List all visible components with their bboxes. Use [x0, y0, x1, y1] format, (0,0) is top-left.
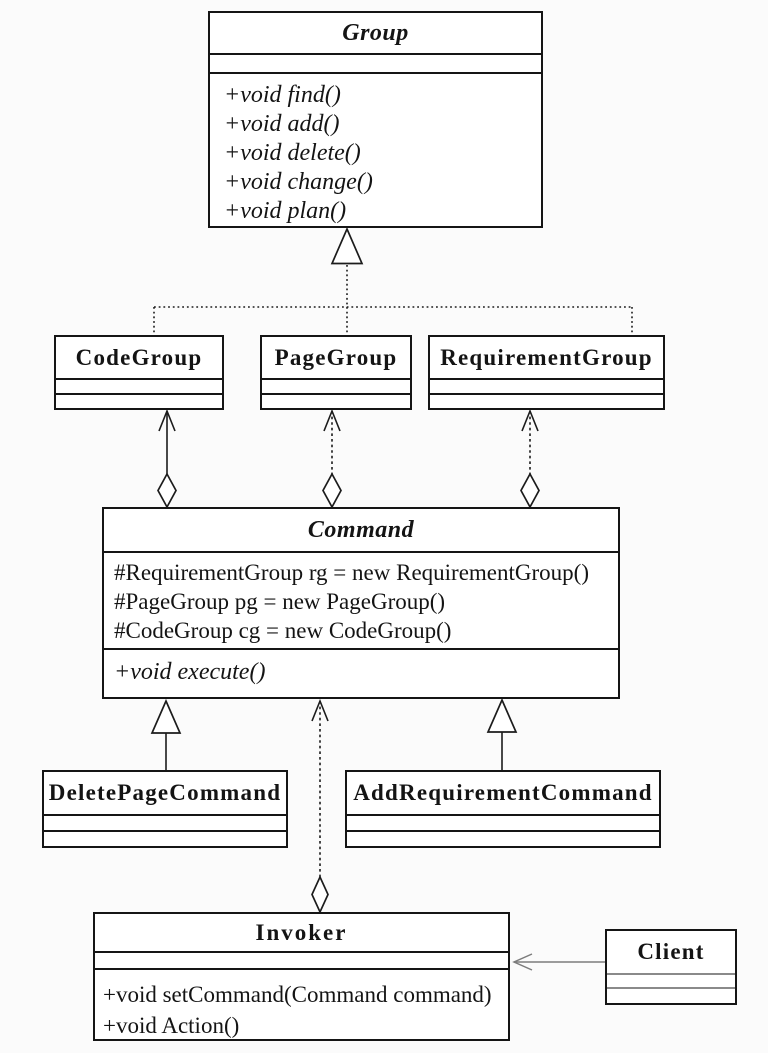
attribute-item: #RequirementGroup rg = new RequirementGr… — [114, 560, 589, 585]
methods-compartment-client — [607, 987, 735, 1003]
class-box-command: Command #RequirementGroup rg = new Requi… — [102, 507, 620, 699]
class-title-requirementgroup: RequirementGroup — [440, 344, 653, 370]
method-item: +void add() — [224, 111, 340, 137]
aggregation-command-codegroup — [157, 408, 177, 509]
methods-compartment-invoker: +void setCommand(Command command) +void … — [95, 968, 508, 1039]
attributes-compartment-addrequirementcommand — [347, 814, 659, 830]
method-item: +void change() — [224, 169, 373, 195]
aggregation-diamond-icon — [311, 874, 329, 915]
methods-compartment-group: +void find() +void add() +void delete() … — [210, 72, 541, 226]
method-item: +void Action() — [103, 1013, 240, 1038]
methods-compartment-pagegroup — [262, 393, 410, 408]
attributes-compartment-client — [607, 973, 735, 987]
generalization-addrequirementcommand-command — [486, 697, 518, 770]
class-title-invoker: Invoker — [255, 919, 348, 945]
class-box-requirementgroup: RequirementGroup — [428, 335, 665, 410]
aggregation-command-requirementgroup — [520, 408, 540, 509]
class-box-codegroup: CodeGroup — [54, 335, 224, 410]
method-item: +void execute() — [114, 659, 266, 685]
method-item: +void setCommand(Command command) — [103, 982, 492, 1007]
class-box-deletepagecommand: DeletePageCommand — [42, 770, 288, 848]
attributes-compartment-deletepagecommand — [44, 814, 286, 830]
attributes-compartment-codegroup — [56, 378, 222, 393]
methods-compartment-command: +void execute() — [104, 648, 618, 697]
aggregation-diamond-icon — [157, 472, 177, 509]
class-box-addrequirementcommand: AddRequirementCommand — [345, 770, 661, 848]
class-title-deletepagecommand: DeletePageCommand — [48, 780, 282, 805]
attributes-compartment-group — [210, 53, 541, 72]
class-title-client: Client — [637, 939, 705, 964]
attributes-compartment-command: #RequirementGroup rg = new RequirementGr… — [104, 551, 618, 648]
class-title-group: Group — [342, 19, 409, 46]
aggregation-command-pagegroup — [322, 408, 342, 509]
class-title-command: Command — [307, 516, 415, 543]
method-item: +void plan() — [224, 198, 347, 224]
method-item: +void find() — [224, 82, 341, 108]
aggregation-diamond-icon — [520, 472, 540, 509]
generalization-triangle-icon — [330, 226, 364, 265]
method-item: +void delete() — [224, 140, 361, 166]
open-arrowhead-icon — [512, 953, 533, 971]
attributes-compartment-requirementgroup — [430, 378, 663, 393]
generalization-triangle-icon — [150, 698, 182, 734]
generalization-to-group — [153, 226, 633, 334]
attributes-compartment-pagegroup — [262, 378, 410, 393]
methods-compartment-deletepagecommand — [44, 830, 286, 846]
methods-compartment-addrequirementcommand — [347, 830, 659, 846]
class-box-group: Group +void find() +void add() +void del… — [208, 11, 543, 228]
methods-compartment-requirementgroup — [430, 393, 663, 408]
class-box-client: Client — [605, 929, 737, 1005]
attribute-item: #CodeGroup cg = new CodeGroup() — [114, 618, 452, 643]
class-title-pagegroup: PageGroup — [274, 344, 398, 370]
class-title-codegroup: CodeGroup — [75, 344, 203, 370]
generalization-triangle-icon — [486, 697, 518, 733]
attribute-item: #PageGroup pg = new PageGroup() — [114, 589, 446, 614]
class-box-invoker: Invoker +void setCommand(Command command… — [93, 912, 510, 1041]
attributes-compartment-invoker — [95, 951, 508, 968]
aggregation-diamond-icon — [322, 472, 342, 509]
aggregation-invoker-command — [311, 698, 329, 915]
generalization-deletepagecommand-command — [150, 698, 182, 770]
methods-compartment-codegroup — [56, 393, 222, 408]
association-client-invoker — [512, 953, 605, 971]
class-box-pagegroup: PageGroup — [260, 335, 412, 410]
class-title-addrequirementcommand: AddRequirementCommand — [353, 780, 653, 805]
